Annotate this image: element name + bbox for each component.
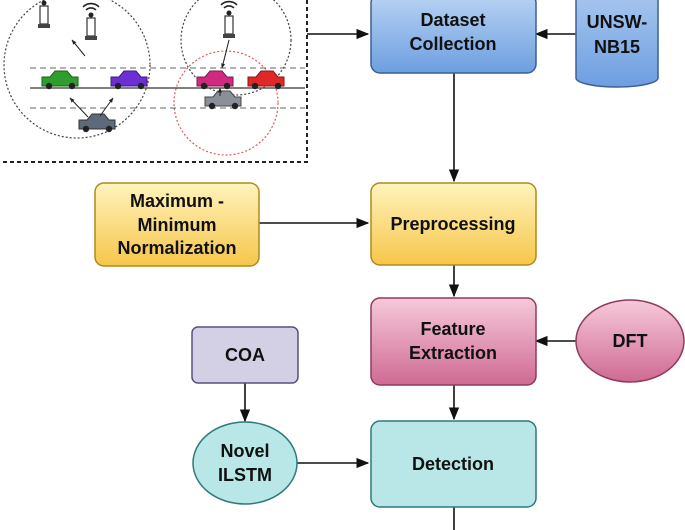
car-icon	[41, 70, 79, 90]
unsw-nb15-database: UNSW- NB15	[575, 0, 659, 88]
svg-text:Minimum: Minimum	[138, 215, 217, 235]
svg-text:Normalization: Normalization	[117, 238, 236, 258]
svg-text:COA: COA	[225, 345, 265, 365]
car-icon	[204, 90, 242, 110]
svg-text:Novel: Novel	[220, 441, 269, 461]
svg-text:Detection: Detection	[412, 454, 494, 474]
svg-text:ILSTM: ILSTM	[218, 465, 272, 485]
dataset-collection-node: Dataset Collection	[370, 0, 537, 74]
coa-node: COA	[191, 326, 299, 384]
svg-text:Preprocessing: Preprocessing	[390, 214, 515, 234]
normalization-node: Maximum - Minimum Normalization	[94, 182, 260, 267]
novel-ilstm-node: Novel ILSTM	[192, 421, 298, 505]
svg-text:NB15: NB15	[594, 37, 640, 57]
svg-text:UNSW-: UNSW-	[587, 12, 648, 32]
svg-text:Maximum -: Maximum -	[130, 191, 224, 211]
svg-text:Extraction: Extraction	[409, 343, 497, 363]
car-icon	[247, 70, 285, 90]
dft-node: DFT	[575, 299, 685, 383]
svg-text:Feature: Feature	[420, 319, 485, 339]
feature-extraction-node: Feature Extraction	[370, 297, 537, 386]
car-icon	[110, 70, 148, 90]
preprocessing-node: Preprocessing	[370, 182, 537, 266]
svg-text:DFT: DFT	[613, 331, 648, 351]
detection-node: Detection	[370, 420, 537, 508]
car-icon	[78, 113, 116, 133]
car-icon	[196, 70, 234, 90]
svg-text:Dataset: Dataset	[420, 10, 485, 30]
network-scenario-panel	[0, 0, 308, 163]
svg-text:Collection: Collection	[409, 34, 496, 54]
